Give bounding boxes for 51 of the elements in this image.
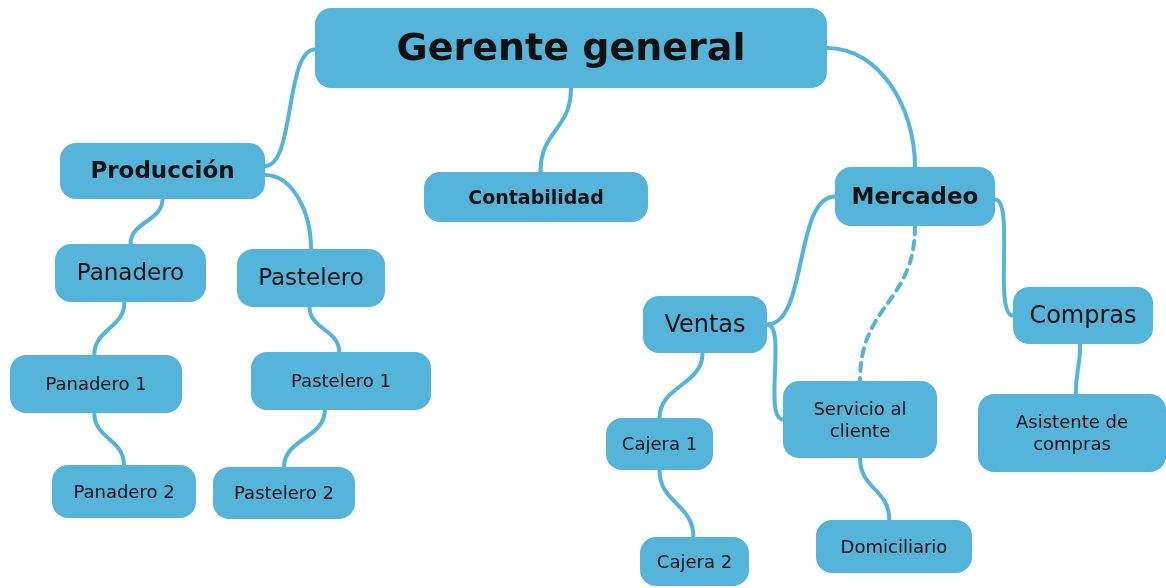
connector [858, 456, 892, 522]
topic-label: Contabilidad [468, 185, 604, 209]
topic-label: Panadero 2 [73, 480, 175, 503]
connector [128, 197, 165, 246]
connector [765, 322, 785, 422]
connector [307, 305, 342, 354]
connector [538, 86, 573, 174]
topic-box [835, 167, 995, 226]
topic-box [237, 249, 385, 307]
connector [993, 197, 1015, 318]
connector [92, 411, 126, 467]
topic-box [643, 296, 767, 353]
topic-box [55, 244, 206, 302]
topic-box [606, 418, 713, 470]
topic-label: Pastelero 2 [234, 482, 334, 504]
connector [657, 468, 696, 539]
topic-label: Compras [1029, 301, 1137, 330]
connector [263, 172, 313, 251]
topic-label: Servicio al cliente [812, 397, 908, 442]
topic-label: Pastelero [258, 264, 364, 292]
connector [1073, 342, 1083, 396]
topic-box [315, 8, 827, 88]
topic-box [213, 467, 355, 519]
connector [282, 408, 327, 469]
topic-box [978, 394, 1166, 472]
topic-box [52, 465, 196, 518]
topic-label: Gerente general [396, 25, 746, 71]
topic-label: Pastelero 1 [291, 370, 391, 392]
topic-box [1013, 287, 1153, 344]
topic-box [424, 172, 648, 222]
topic-label: Panadero [76, 259, 185, 287]
connector [263, 47, 317, 168]
topic-label: Asistente de compras [1015, 411, 1129, 455]
connector [657, 351, 705, 420]
connector [92, 300, 127, 357]
topic-label: Ventas [664, 310, 746, 339]
topic-box [640, 537, 749, 586]
topic-label: Cajera 2 [656, 550, 733, 573]
topic-label: Panadero 1 [45, 373, 147, 395]
topic-box [783, 381, 937, 458]
connector [765, 194, 837, 327]
connector [825, 46, 917, 169]
topic-label: Producción [90, 157, 235, 185]
topic-box [10, 355, 182, 413]
topic-label: Mercadeo [851, 182, 979, 211]
dashed-connector [858, 224, 917, 383]
topic-box [60, 143, 265, 199]
topic-label: Cajera 1 [621, 433, 698, 455]
topic-box [816, 520, 972, 573]
topic-box [251, 352, 431, 410]
topic-label: Domiciliario [840, 535, 948, 558]
